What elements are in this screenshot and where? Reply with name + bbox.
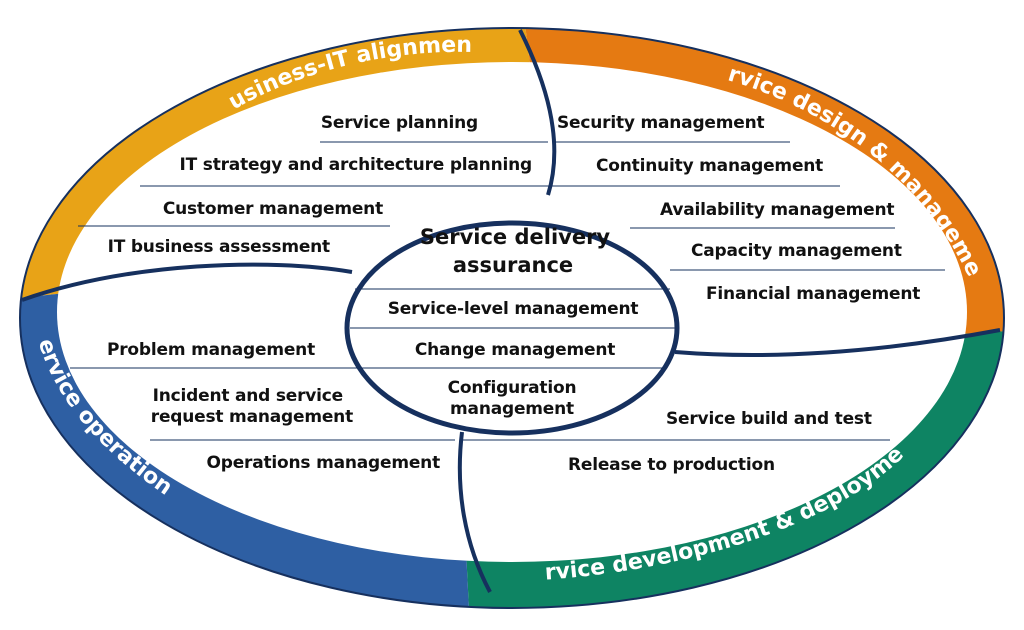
item-release-to-production: Release to production: [568, 455, 775, 475]
item-customer-management: Customer management: [163, 199, 383, 219]
divider-top: [518, 29, 557, 196]
item-continuity-management: Continuity management: [596, 156, 823, 176]
item-availability-management: Availability management: [660, 200, 894, 220]
item-service-build-and-test: Service build and test: [666, 409, 872, 429]
item-it-business-assessment: IT business assessment: [108, 237, 330, 257]
center-title-line2: assurance: [453, 253, 573, 277]
divider-right: [674, 328, 1001, 357]
item-problem-management: Problem management: [107, 340, 315, 360]
item-operations-management: Operations management: [206, 453, 440, 473]
divider-bottom: [457, 431, 492, 593]
divider-left: [21, 262, 353, 302]
center-item-change-management: Change management: [415, 340, 615, 360]
item-service-planning: Service planning: [321, 113, 478, 133]
item-security-management: Security management: [557, 113, 764, 133]
item-capacity-management: Capacity management: [691, 241, 902, 261]
item-it-strategy-architecture-planning: IT strategy and architecture planning: [180, 155, 532, 175]
item-incident-service-line2: request management: [151, 407, 353, 427]
item-incident-service-line1: Incident and service: [153, 386, 343, 406]
center-title-line1: Service delivery: [420, 225, 611, 249]
center-item-configuration-line1: Configuration: [448, 378, 577, 398]
center-item-service-level-management: Service-level management: [388, 299, 639, 319]
item-financial-management: Financial management: [706, 284, 920, 304]
center-item-configuration-line2: management: [450, 399, 574, 419]
outer-outline: [19, 27, 1005, 609]
